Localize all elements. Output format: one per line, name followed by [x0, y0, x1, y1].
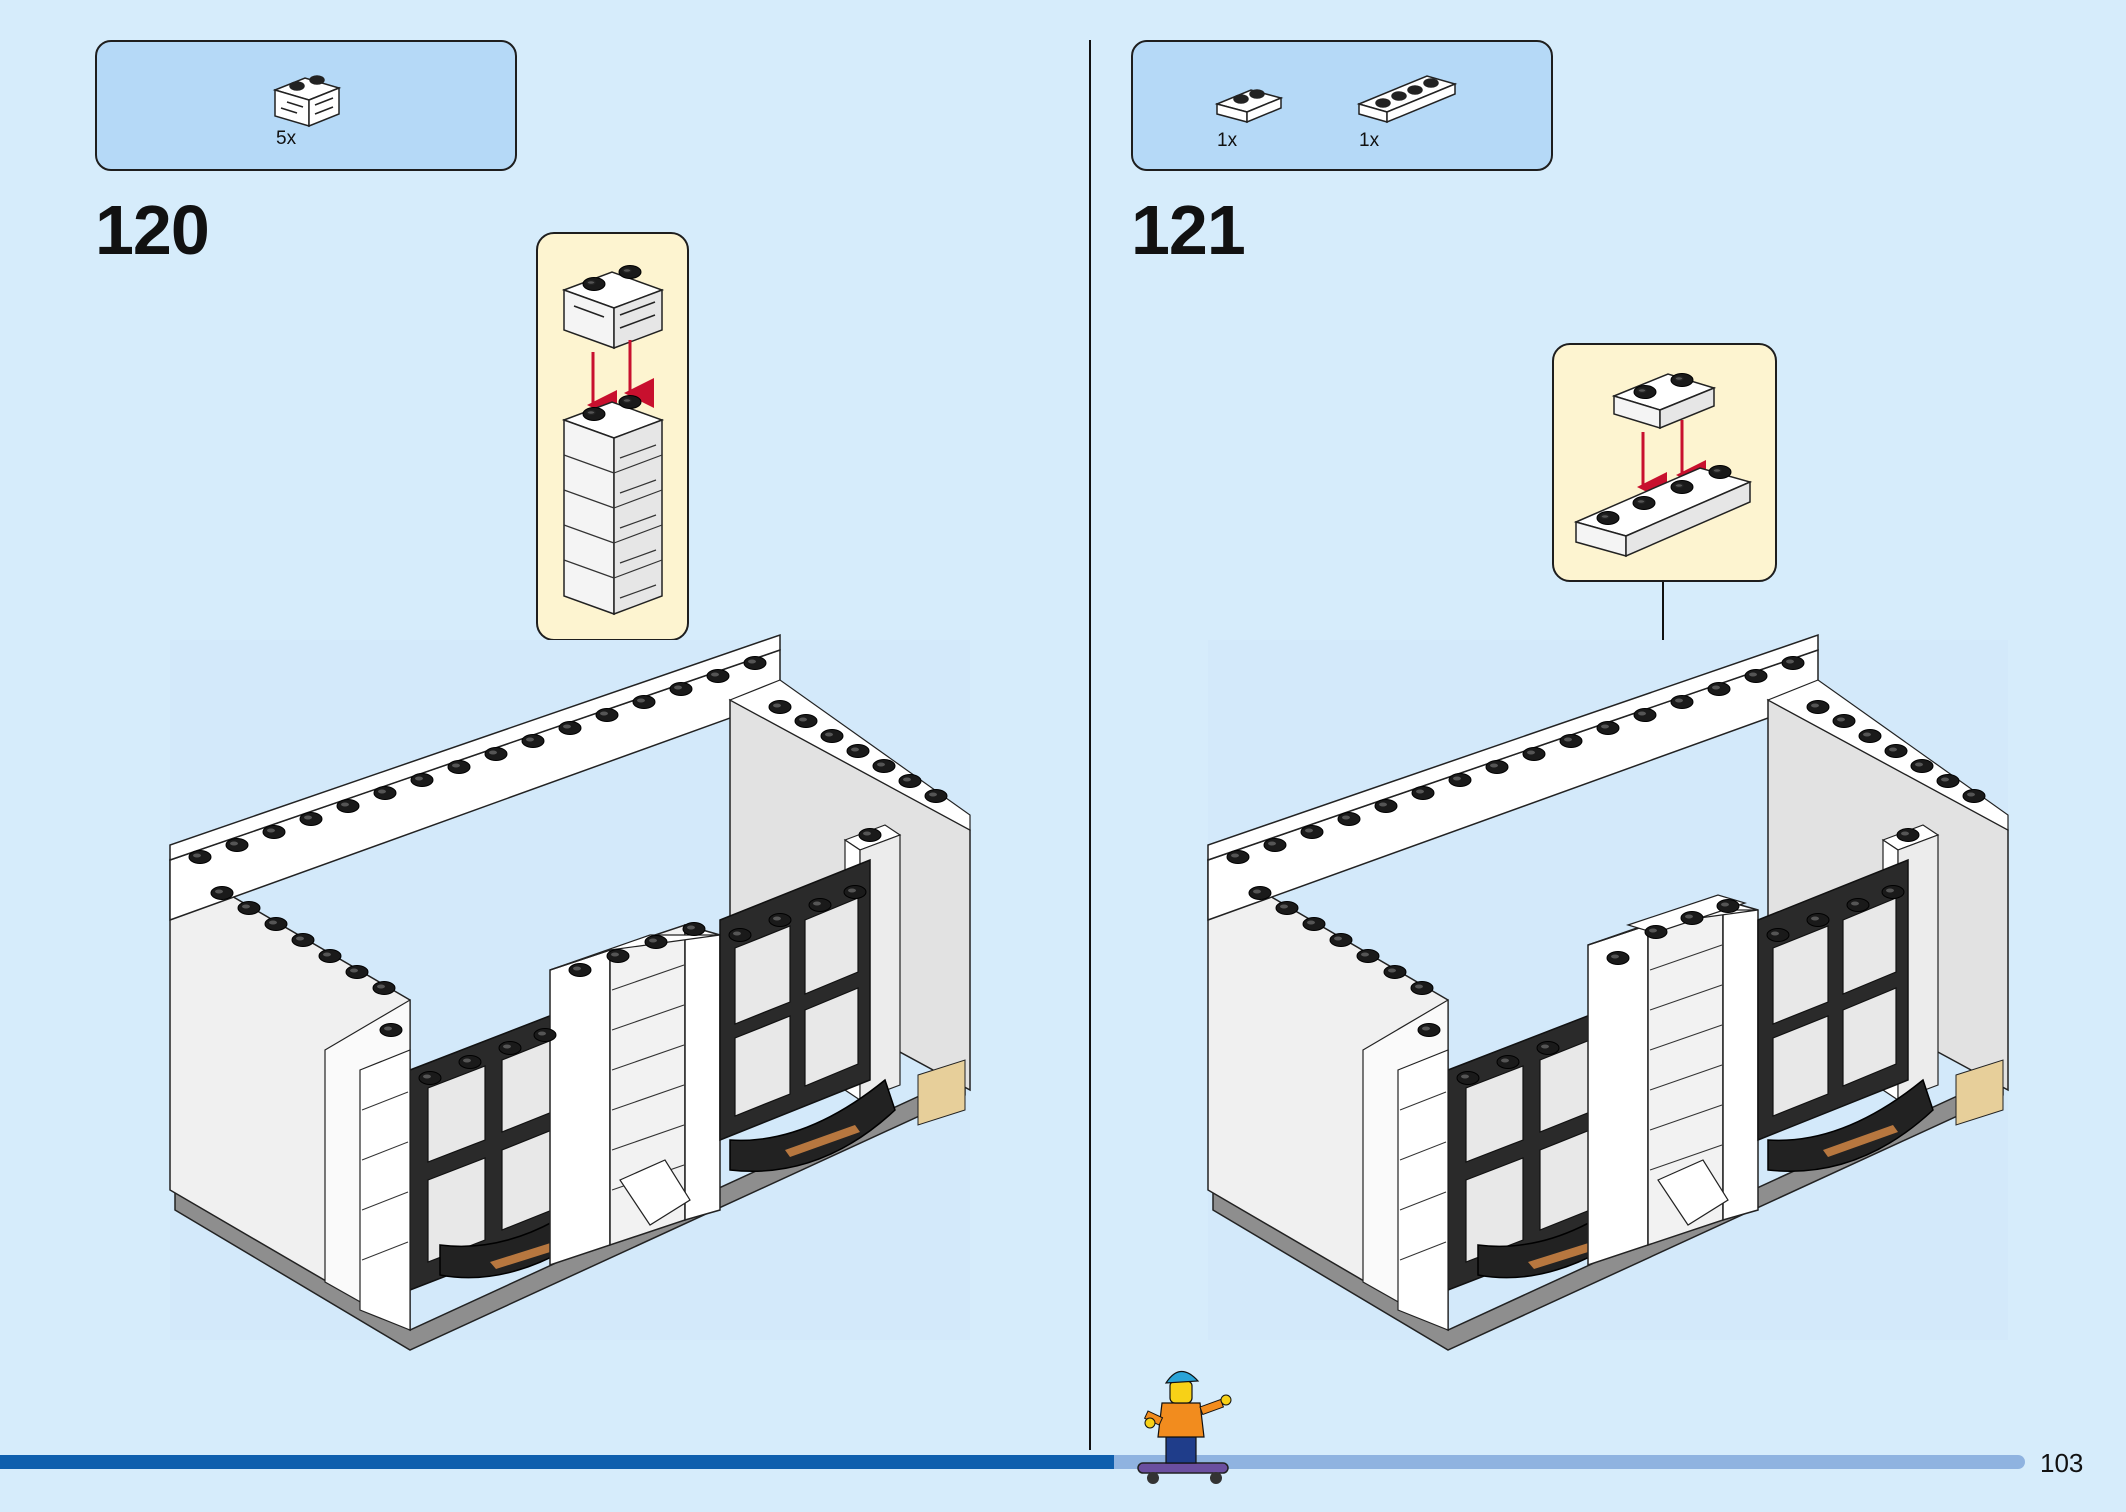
- masonry-brick-icon: [272, 75, 342, 128]
- callout-121-parts: [1573, 372, 1753, 558]
- progress-bar: [0, 1455, 2025, 1469]
- step-number: 120: [95, 191, 210, 269]
- parts-list-step-121: 1x 1x: [1131, 40, 1553, 171]
- callout-120-parts: [561, 264, 665, 616]
- minifigure-skateboard-icon: [1137, 1370, 1232, 1484]
- part-qty: 1x: [1217, 130, 1238, 151]
- model-step-120: [169, 633, 971, 1351]
- progress-fill: [0, 1455, 1114, 1469]
- step-number: 121: [1131, 191, 1246, 269]
- part-qty: 5x: [276, 128, 297, 149]
- parts-list-step-120: 5x: [95, 40, 517, 171]
- model-step-121: [1207, 633, 2009, 1351]
- part-qty: 1x: [1359, 130, 1380, 151]
- plate-icons: [1214, 75, 1458, 124]
- page-number: 103: [2040, 1448, 2084, 1478]
- page-divider: [1089, 40, 1091, 1450]
